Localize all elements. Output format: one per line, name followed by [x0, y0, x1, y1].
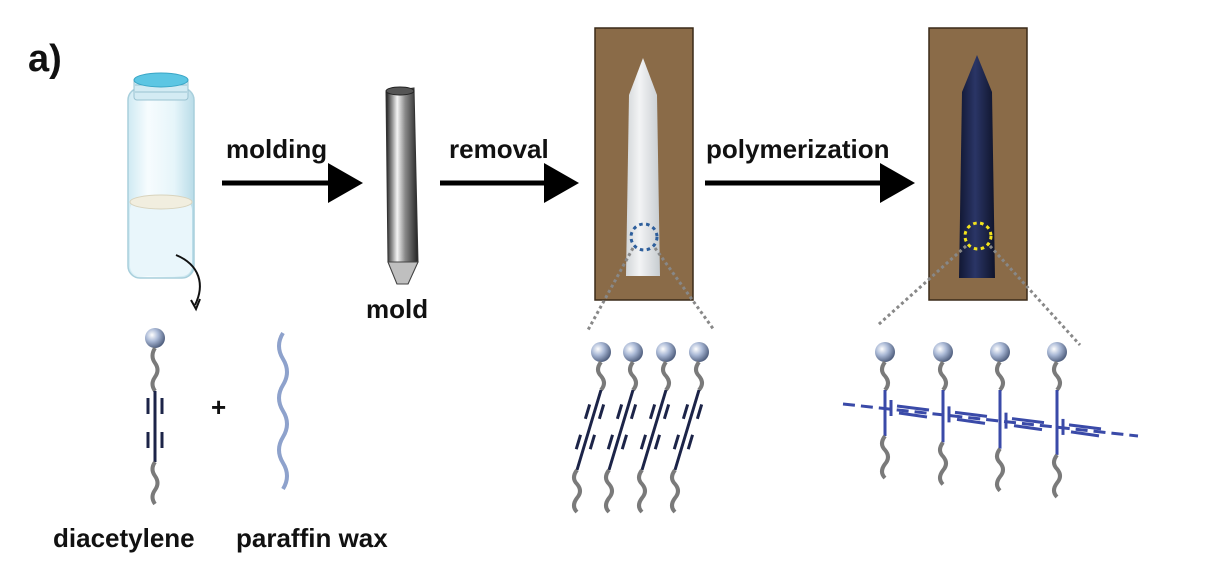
white-crayon-photo [594, 27, 694, 301]
paraffin-wax-chain [277, 331, 289, 491]
mold-icon [385, 86, 419, 285]
step-label-polymerization: polymerization [706, 134, 890, 164]
blue-crayon-photo [928, 27, 1028, 301]
monomer-highlight-circle [629, 222, 659, 252]
polymer-assembly [842, 342, 1139, 499]
step-label-removal: removal [449, 134, 549, 164]
polymer-highlight-circle [963, 221, 993, 251]
polymer-unit [990, 342, 1045, 493]
panel-label: a) [28, 38, 62, 80]
monomer-unit [604, 342, 643, 514]
monomer-assembly [572, 342, 709, 514]
plus-sign: + [211, 392, 227, 422]
diacetylene-label: diacetylene [53, 523, 195, 553]
polymer-unit [875, 342, 930, 480]
monomer-unit [670, 342, 709, 514]
vial-icon [127, 72, 201, 312]
diacetylene-molecule [145, 328, 165, 506]
polymer-backbone [842, 402, 1139, 438]
step-label-molding: molding [226, 134, 328, 164]
zoom-lines [586, 244, 1082, 347]
polymer-unit [933, 342, 988, 486]
paraffin-wax-label: paraffin wax [236, 523, 388, 553]
polymer-unit [1047, 342, 1102, 499]
mold-label: mold [366, 294, 429, 324]
monomer-unit [572, 342, 611, 514]
monomer-unit [637, 342, 676, 514]
